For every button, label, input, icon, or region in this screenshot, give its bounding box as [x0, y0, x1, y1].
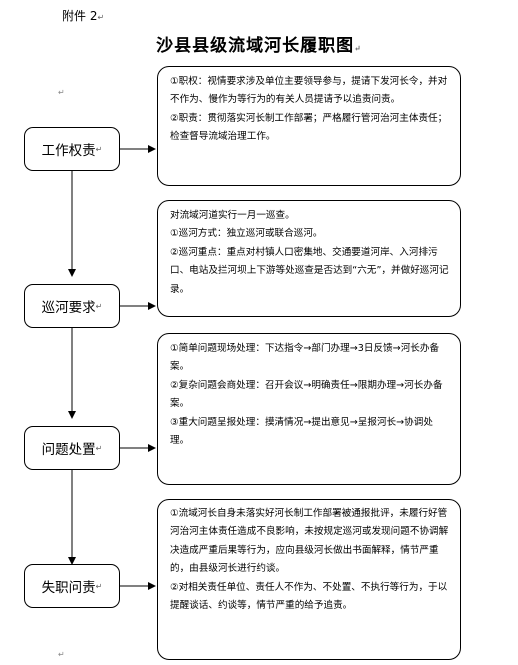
detail-box-accountability: ①流域河长自身未落实好河长制工作部署被通报批评，未履行好管河治河主体责任造成不良… [157, 499, 461, 660]
detail-box-problem-handling: ①简单问题现场处理：下达指令→部门办理→3日反馈→河长办备案。 ②复杂问题会商处… [157, 333, 461, 485]
detail-text: ①简单问题现场处理：下达指令→部门办理→3日反馈→河长办备案。 [170, 343, 440, 373]
detail-text: 对流域河道实行一月一巡查。 [170, 210, 295, 221]
detail-text: ①职权：视情要求涉及单位主要领导参与，提请下发河长令，并对不作为、慢作为等行为的… [170, 76, 448, 106]
paragraph-mark: ↵ [58, 650, 65, 659]
step-problem-handling: 问题处置↵ [24, 426, 120, 470]
attachment-label: 附件 2↵ [62, 9, 105, 23]
page-title: 沙县县级流域河长履职图↵ [156, 36, 362, 56]
step-work-responsibilities: 工作权责↵ [24, 127, 120, 171]
detail-text: ②复杂问题会商处理：召开会议→明确责任→限期办理→河长办备案。 [170, 379, 443, 410]
detail-text: ②职责：贯彻落实河长制工作部署；严格履行管河治河主体责任；检查督导流域治理工作。 [170, 112, 448, 143]
detail-text: ①流域河长自身未落实好河长制工作部署被通报批评，未履行好管河治河主体责任造成不良… [170, 508, 449, 575]
detail-text: ②巡河重点：重点对村镇人口密集地、交通要道河岸、入河排污口、电站及拦河坝上下游等… [170, 246, 449, 295]
step-patrol-requirements: 巡河要求↵ [24, 284, 120, 328]
detail-text: ①巡河方式：独立巡河或联合巡河。 [170, 228, 323, 240]
detail-box-work-responsibilities: ①职权：视情要求涉及单位主要领导参与，提请下发河长令，并对不作为、慢作为等行为的… [157, 66, 461, 186]
paragraph-mark: ↵ [58, 88, 65, 97]
detail-box-patrol-requirements: 对流域河道实行一月一巡查。 ①巡河方式：独立巡河或联合巡河。 ②巡河重点：重点对… [157, 200, 461, 317]
detail-text: ②对相关责任单位、责任人不作为、不处置、不执行等行为，于以提醒谈话、约谈等，情节… [170, 581, 448, 612]
step-accountability: 失职问责↵ [24, 564, 120, 608]
detail-text: ③重大问题呈报处理：摸清情况→提出意见→呈报河长→协调处理。 [170, 416, 433, 447]
